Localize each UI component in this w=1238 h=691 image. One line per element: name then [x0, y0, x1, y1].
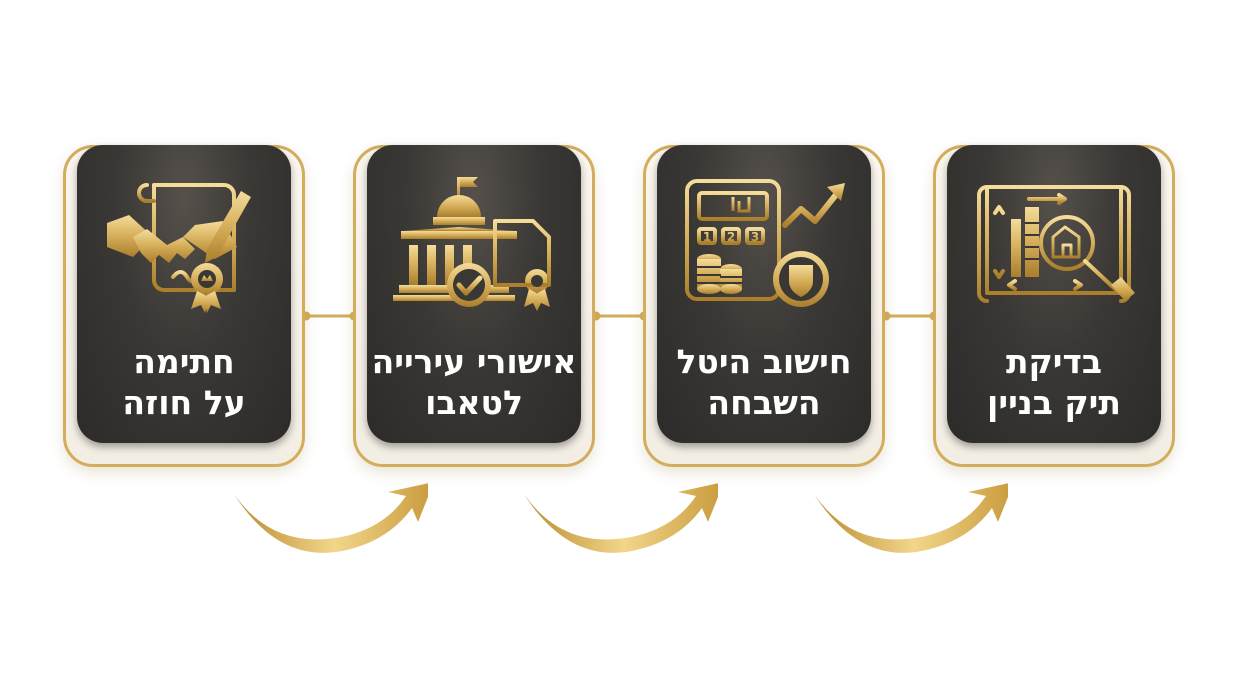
step-title: חישוב היטל השבחה	[657, 341, 871, 423]
step-title-line2: על חוזה	[122, 383, 246, 422]
step-title-line2: לטאבו	[425, 383, 523, 422]
step-card-municipality: אישורי עירייה לטאבו	[367, 145, 581, 443]
step-card-contract: חתימה על חוזה	[77, 145, 291, 443]
step-title: בדיקת תיק בניין	[947, 341, 1161, 423]
blueprint-inspection-icon	[977, 185, 1135, 303]
municipality-approval-icon	[393, 177, 551, 311]
curved-arrow-icon	[814, 483, 1008, 553]
connector-1-2	[301, 311, 359, 321]
connector-3-4	[881, 311, 939, 321]
step-title-line1: בדיקת	[1005, 342, 1103, 381]
calculator-growth-icon: 1 2 3	[685, 179, 845, 307]
curved-arrow-icon	[524, 483, 718, 553]
calculator-key-2: 2	[727, 230, 735, 244]
step-title-line2: השבחה	[707, 383, 821, 422]
step-title-line1: חישוב היטל	[676, 342, 852, 381]
connector-2-3	[591, 311, 649, 321]
contract-handshake-icon	[107, 183, 251, 313]
step-title-line1: חתימה	[133, 342, 235, 381]
step-title-line2: תיק בניין	[987, 383, 1121, 422]
step-card-levy: 1 2 3 חישוב היטל השבחה	[657, 145, 871, 443]
step-title: חתימה על חוזה	[77, 341, 291, 423]
calculator-key-1: 1	[703, 230, 711, 244]
step-card-building-file: בדיקת תיק בניין	[947, 145, 1161, 443]
curved-arrow-icon	[234, 483, 428, 553]
step-title-line1: אישורי עירייה	[371, 342, 577, 381]
step-title: אישורי עירייה לטאבו	[367, 341, 581, 423]
calculator-key-3: 3	[751, 230, 759, 244]
